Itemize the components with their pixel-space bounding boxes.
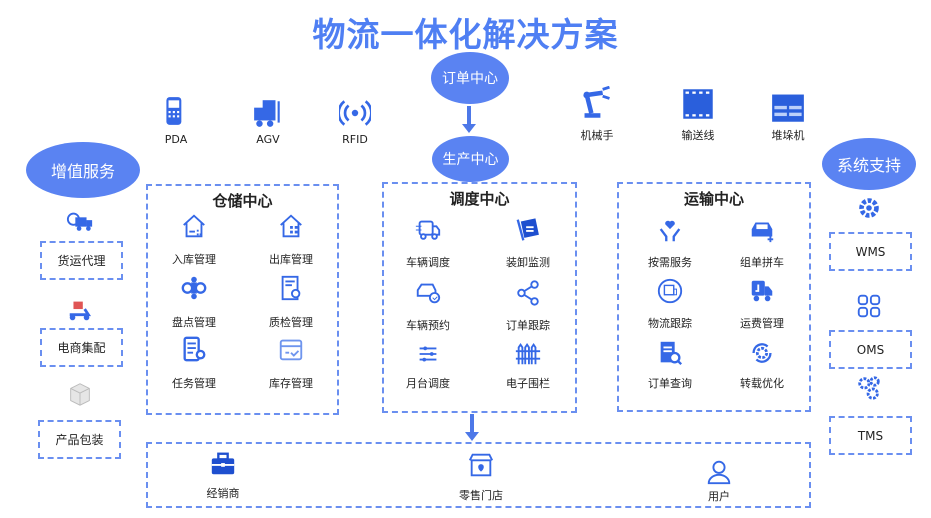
service-box[interactable]: 货运代理 — [40, 241, 123, 280]
warehouse-title: 仓储中心 — [212, 192, 273, 210]
car-check-icon — [414, 279, 442, 307]
heart-hand-icon — [656, 216, 684, 244]
grid-item-label: 电子围栏 — [506, 377, 550, 390]
stock-box-icon — [277, 335, 305, 363]
grid-item-label: 月台调度 — [406, 377, 450, 390]
doc-search-icon — [656, 339, 684, 367]
freight-truck-icon — [66, 208, 94, 236]
fence-icon — [514, 340, 542, 368]
arrow-down — [465, 414, 479, 441]
gear-cycle-icon — [748, 339, 776, 367]
order-center-node: 订单中心 — [431, 52, 509, 104]
gear-icon — [855, 194, 883, 222]
item-label: RFID — [342, 133, 368, 146]
service-box[interactable]: 电商集配 — [40, 328, 123, 367]
value-added-node: 增值服务 — [26, 142, 140, 198]
grid-item-label: 组单拼车 — [740, 256, 784, 269]
transport-center-panel: 运输中心 — [617, 182, 811, 412]
store-icon — [467, 451, 495, 479]
grid-item-label: 订单跟踪 — [506, 319, 550, 332]
grid-item-label: 出库管理 — [269, 253, 313, 266]
inbound-house-icon — [180, 212, 208, 240]
dispatch-center-panel: 调度中心 — [382, 182, 577, 413]
cart-icon — [514, 216, 542, 244]
grid-item-label: 质检管理 — [269, 316, 313, 329]
grid-icon — [855, 292, 883, 320]
item-label: 堆垛机 — [771, 129, 805, 142]
system-box[interactable]: OMS — [829, 330, 912, 369]
grid-item-label: 库存管理 — [269, 377, 313, 390]
grid-item-label: 按需服务 — [648, 256, 692, 269]
agv-icon — [252, 97, 284, 129]
car-add-icon — [748, 216, 776, 244]
transport-title: 运输中心 — [683, 190, 744, 208]
user-icon — [705, 458, 733, 486]
system-box[interactable]: TMS — [829, 416, 912, 455]
item-label: 机械手 — [580, 129, 614, 142]
stacker-icon — [771, 90, 805, 124]
briefcase-icon — [209, 450, 237, 478]
production-center-node: 生产中心 — [432, 136, 509, 182]
sliders-icon — [414, 340, 442, 368]
arrow-down — [462, 106, 476, 133]
item-label: 零售门店 — [459, 489, 503, 502]
task-doc-icon — [180, 335, 208, 363]
inspection-doc-icon — [277, 274, 305, 302]
system-support-node: 系统支持 — [822, 138, 916, 190]
system-box[interactable]: WMS — [829, 232, 912, 271]
rfid-icon — [337, 97, 373, 129]
delivery-scooter-icon — [66, 296, 94, 324]
warehouse-center-panel: 仓储中心 — [146, 184, 339, 415]
grid-item-label: 任务管理 — [172, 377, 216, 390]
outbound-house-icon — [277, 212, 305, 240]
truck-fee-icon — [748, 277, 776, 305]
item-label: PDA — [164, 133, 188, 146]
service-box[interactable]: 产品包装 — [38, 420, 121, 459]
grid-item-label: 运费管理 — [740, 317, 784, 330]
inventory-nodes-icon — [180, 274, 208, 302]
grid-item-label: 车辆调度 — [406, 256, 450, 269]
grid-item-label: 物流跟踪 — [648, 317, 692, 330]
item-label: 经销商 — [206, 487, 240, 500]
conveyor-icon — [681, 87, 715, 121]
grid-item-label: 盘点管理 — [172, 316, 216, 329]
grid-item-label: 车辆预约 — [406, 319, 450, 332]
pda-icon — [160, 95, 192, 127]
page-title: 物流一体化解决方案 — [312, 15, 619, 54]
package-box-icon — [66, 380, 94, 408]
share-icon — [514, 279, 542, 307]
item-label: 输送线 — [681, 129, 715, 142]
item-label: AGV — [256, 133, 280, 146]
grid-item-label: 转载优化 — [740, 377, 784, 390]
truck-circle-icon — [656, 277, 684, 305]
truck-dispatch-icon — [414, 216, 442, 244]
customers-panel — [146, 442, 811, 508]
item-label: 用户 — [708, 490, 730, 503]
grid-item-label: 入库管理 — [172, 253, 216, 266]
grid-item-label: 装卸监测 — [506, 256, 550, 269]
robot-arm-icon — [580, 85, 614, 120]
dispatch-title: 调度中心 — [449, 190, 510, 208]
grid-item-label: 订单查询 — [648, 377, 692, 390]
gears-icon — [855, 374, 883, 402]
